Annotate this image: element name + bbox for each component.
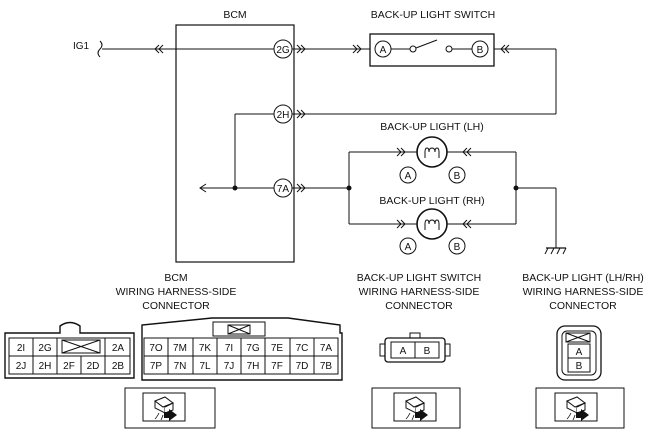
cell-2g: 2G [38, 343, 52, 354]
lamp-lh-title: BACK-UP LIGHT (LH) [380, 121, 483, 133]
connector-view-icon [142, 392, 186, 422]
cell-7d: 7D [296, 361, 309, 372]
lamp-rh [416, 208, 448, 240]
ground-symbol [544, 247, 567, 255]
lamp-connector: A B [556, 325, 602, 381]
cell-7p: 7P [150, 361, 163, 372]
bcm-pin-2h [273, 104, 293, 124]
cell-2f: 2F [63, 361, 75, 372]
lamp-conn-b: B [576, 361, 583, 372]
cell-7f: 7F [271, 361, 283, 372]
ig1-label: IG1 [73, 41, 90, 52]
switch-pin-a: A [380, 45, 387, 56]
bcm-pin-2g-label: 2G [276, 45, 290, 56]
cell-7j: 7J [224, 361, 235, 372]
switch-connector: A B [379, 332, 451, 363]
bcm-pin-2h-label: 2H [277, 110, 290, 121]
lamp-rh-pin-b: B [454, 242, 461, 253]
cell-7g: 7G [246, 343, 260, 354]
bcm-pin-7a [273, 178, 293, 198]
switch-connector-caption: BACK-UP LIGHT SWITCH WIRING HARNESS-SIDE… [357, 272, 481, 312]
connector-view-icon [554, 392, 598, 422]
bcm-title: BCM [223, 9, 246, 21]
cell-2d: 2D [87, 361, 100, 372]
cell-2i: 2I [17, 343, 25, 354]
cell-7m: 7M [173, 343, 187, 354]
lamp-filament-icon [424, 147, 440, 158]
lamp-rh-pin-a: A [405, 242, 412, 253]
connector-view-icon [393, 392, 437, 422]
cell-7o: 7O [149, 343, 163, 354]
lamp-lh [416, 136, 448, 168]
ig1-break-mark [97, 40, 103, 58]
cell-2a: 2A [112, 343, 125, 354]
cell-7k: 7K [199, 343, 212, 354]
switch-conn-b: B [424, 346, 431, 357]
cell-7a: 7A [320, 343, 333, 354]
lamp-filament-icon [424, 219, 440, 230]
bcm-connector-right: 7O 7M 7K 7I 7G 7E 7C 7A 7P 7N 7L 7J 7H 7… [141, 317, 343, 381]
svg-text:WIRING HARNESS-SIDE: WIRING HARNESS-SIDE [359, 286, 480, 298]
lamp-lh-pin-b: B [454, 171, 461, 182]
bcm-box [175, 24, 295, 263]
switch-pin-b: B [477, 45, 484, 56]
bcm-pin-7a-label: 7A [277, 184, 290, 195]
bcm-connector-caption: BCM WIRING HARNESS-SIDE CONNECTOR [116, 272, 237, 312]
backup-light-switch [369, 33, 495, 67]
internal-arrow [199, 183, 207, 193]
svg-text:WIRING HARNESS-SIDE: WIRING HARNESS-SIDE [523, 286, 644, 298]
cell-2h: 2H [39, 361, 52, 372]
bcm-pin-2g [273, 39, 293, 59]
svg-text:CONNECTOR: CONNECTOR [142, 300, 210, 312]
svg-text:BCM: BCM [164, 272, 187, 284]
svg-text:CONNECTOR: CONNECTOR [385, 300, 453, 312]
latch-mark [61, 339, 101, 354]
lamp-conn-a: A [576, 347, 583, 358]
cell-7h: 7H [247, 361, 260, 372]
svg-text:WIRING HARNESS-SIDE: WIRING HARNESS-SIDE [116, 286, 237, 298]
svg-text:CONNECTOR: CONNECTOR [549, 300, 617, 312]
svg-text:BACK-UP LIGHT (LH/RH): BACK-UP LIGHT (LH/RH) [522, 272, 644, 284]
cell-7e: 7E [271, 343, 284, 354]
cell-7l: 7L [199, 361, 211, 372]
svg-text:BACK-UP LIGHT SWITCH: BACK-UP LIGHT SWITCH [357, 272, 481, 284]
lamp-lh-pin-a: A [405, 171, 412, 182]
lamp-connector-caption: BACK-UP LIGHT (LH/RH) WIRING HARNESS-SID… [522, 272, 644, 312]
switch-conn-a: A [400, 346, 407, 357]
switch-contact [415, 39, 438, 49]
cell-7n: 7N [174, 361, 187, 372]
cell-7c: 7C [296, 343, 309, 354]
switch-title: BACK-UP LIGHT SWITCH [371, 9, 495, 21]
bcm-connector-left: 2I 2G 2A 2J 2H 2F 2D 2B [4, 321, 135, 379]
lamp-rh-title: BACK-UP LIGHT (RH) [379, 195, 484, 207]
cell-2j: 2J [16, 361, 27, 372]
cell-7i: 7I [225, 343, 233, 354]
cell-7b: 7B [320, 361, 333, 372]
cell-2b: 2B [112, 361, 125, 372]
